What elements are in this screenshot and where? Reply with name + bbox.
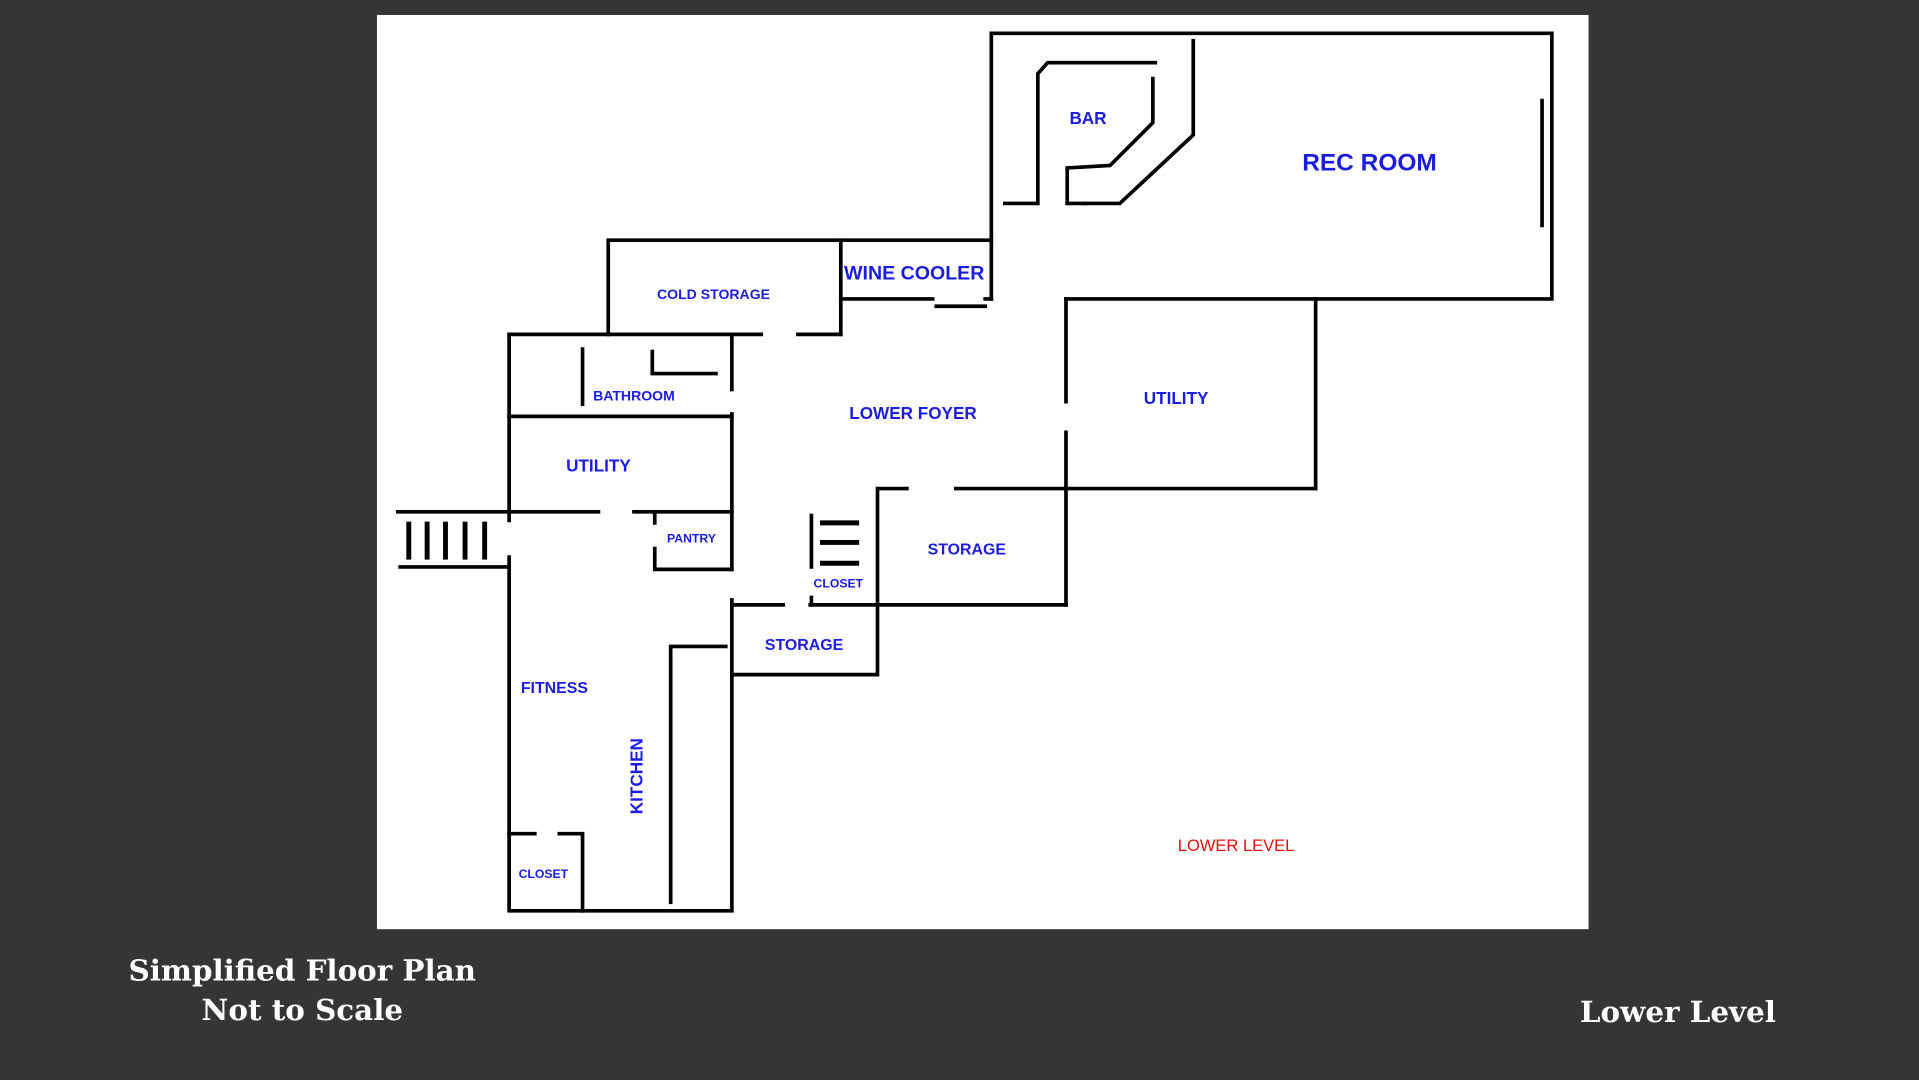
stairs-icon	[406, 521, 488, 560]
label-storage-small: STORAGE	[765, 637, 843, 654]
label-cold-storage: COLD STORAGE	[657, 286, 770, 302]
label-pantry: PANTRY	[667, 531, 716, 545]
closet-stairs-icon	[819, 520, 860, 566]
caption-level: Lower Level	[1580, 994, 1776, 1029]
plan-paper	[376, 14, 1589, 930]
caption-title: Simplified Floor Plan	[129, 953, 476, 988]
label-utility-left: UTILITY	[566, 455, 631, 475]
label-lower-level: LOWER LEVEL	[1178, 836, 1295, 855]
walls	[395, 31, 1554, 913]
label-wine-cooler: WINE COOLER	[844, 262, 984, 284]
label-bathroom: BATHROOM	[593, 387, 675, 403]
label-fitness: FITNESS	[521, 680, 588, 697]
room-labels: BAR REC ROOM WINE COOLER COLD STORAGE BA…	[519, 108, 1437, 881]
label-storage-right: STORAGE	[928, 542, 1006, 559]
label-kitchen: KITCHEN	[627, 738, 647, 814]
label-closet-corner: CLOSET	[519, 867, 569, 881]
label-closet-middle: CLOSET	[814, 577, 864, 591]
label-bar: BAR	[1069, 108, 1107, 128]
label-rec-room: REC ROOM	[1302, 149, 1437, 176]
caption-subtitle: Not to Scale	[202, 992, 404, 1027]
label-utility-right: UTILITY	[1144, 388, 1209, 408]
label-lower-foyer: LOWER FOYER	[849, 403, 977, 423]
